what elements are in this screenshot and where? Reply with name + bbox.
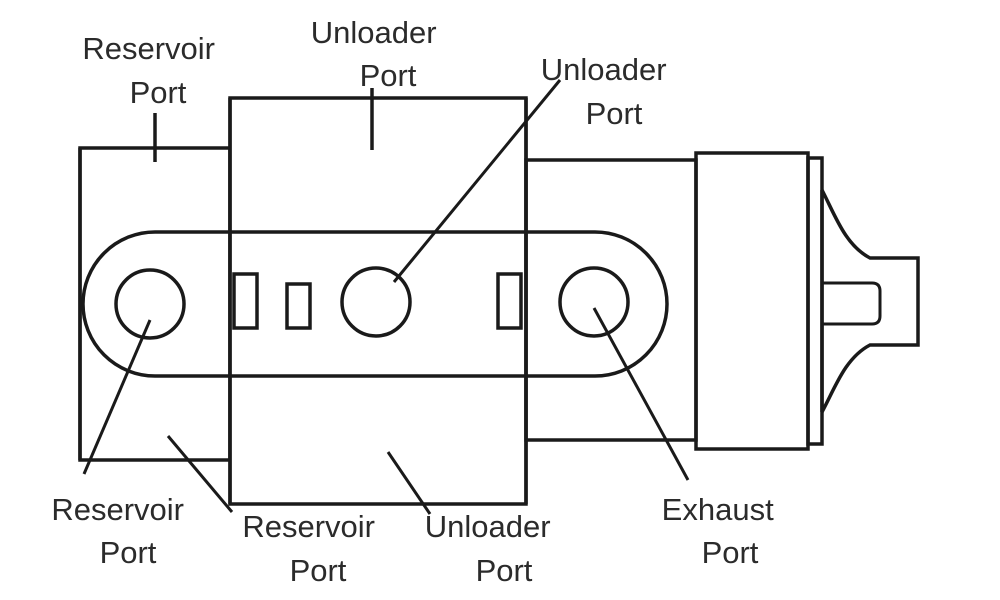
label-reservoir-port-bottom-center: Reservoir Port [242, 509, 383, 588]
nozzle-stem [822, 281, 882, 326]
nozzle-taper [820, 189, 920, 413]
left-body-block [78, 146, 232, 462]
leader-reservoir-bottom-center [166, 435, 234, 513]
unloader-port-circle [340, 266, 412, 338]
leader-exhaust [592, 307, 690, 481]
leader-unloader-bottom [386, 451, 432, 515]
reservoir-port-circle [114, 268, 186, 340]
center-body-block [228, 96, 528, 506]
mounting-bracket [81, 230, 669, 378]
label-unloader-port-right: Unloader Port [541, 52, 675, 131]
label-reservoir-port-bottom-left: Reservoir Port [51, 492, 192, 570]
exhaust-port-circle [558, 266, 630, 338]
slot-1 [232, 272, 259, 330]
leader-unloader-right [392, 79, 562, 283]
label-reservoir-port-top: Reservoir Port [82, 31, 223, 110]
label-unloader-port-bottom: Unloader Port [425, 509, 559, 588]
end-cap-flange [806, 156, 824, 446]
label-exhaust-port: Exhaust Port [662, 492, 783, 570]
label-unloader-port-top: Unloader Port [311, 15, 445, 93]
slot-2 [285, 282, 312, 330]
leader-reservoir-bottom-left [82, 319, 152, 475]
end-cap [694, 151, 810, 451]
slot-3 [496, 272, 523, 330]
right-body-block [524, 158, 698, 442]
